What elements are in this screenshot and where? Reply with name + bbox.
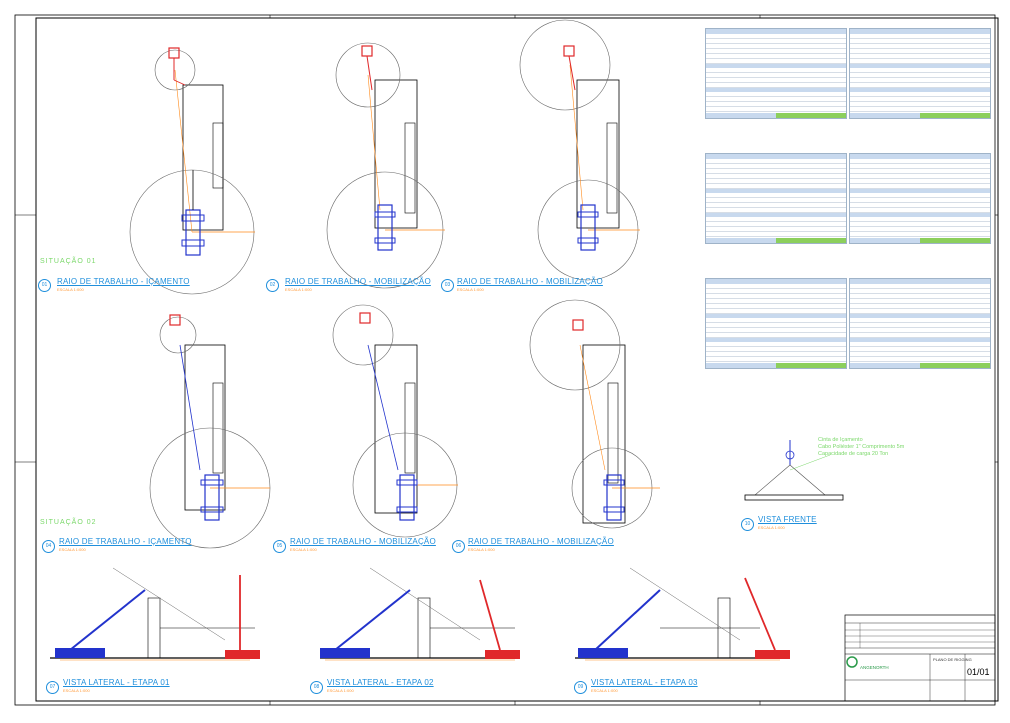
plan-title: PLANO DE RIGGING bbox=[933, 657, 972, 662]
rigging-note-line: Cabo Poliéster 1" Comprimento 5m bbox=[818, 444, 905, 450]
situation-label-01: SITUAÇÃO 01 bbox=[40, 258, 97, 265]
equipment-data-table bbox=[705, 28, 847, 119]
view-scale: ESCALA 1:000 bbox=[290, 547, 317, 552]
view-number: 04 bbox=[42, 540, 55, 553]
inner-frame bbox=[35, 17, 999, 702]
view-scale: ESCALA 1:000 bbox=[63, 688, 90, 693]
plan-view-05 bbox=[332, 304, 458, 538]
view-number: 06 bbox=[452, 540, 465, 553]
plan-view-01 bbox=[129, 47, 255, 295]
view-scale: ESCALA 1:000 bbox=[285, 287, 312, 292]
view-title: RAIO DE TRABALHO - MOBILIZAÇÃO bbox=[290, 537, 436, 546]
lateral-view-07 bbox=[50, 567, 260, 661]
view-number: 09 bbox=[574, 681, 587, 694]
lateral-view-08 bbox=[320, 567, 520, 661]
view-title: RAIO DE TRABALHO - MOBILIZAÇÃO bbox=[468, 537, 614, 546]
lateral-view-09 bbox=[575, 567, 790, 661]
zone-ticks bbox=[15, 15, 998, 705]
view-scale: ESCALA 1:000 bbox=[457, 287, 484, 292]
view-title: VISTA FRENTE bbox=[758, 515, 817, 524]
equipment-data-table bbox=[705, 153, 847, 244]
view-title: VISTA LATERAL - ETAPA 03 bbox=[591, 678, 698, 687]
plan-view-06 bbox=[529, 299, 660, 529]
view-number: 08 bbox=[310, 681, 323, 694]
view-title: RAIO DE TRABALHO - MOBILIZAÇÃO bbox=[457, 277, 603, 286]
view-scale: ESCALA 1:000 bbox=[327, 688, 354, 693]
view-title: VISTA LATERAL - ETAPA 02 bbox=[327, 678, 434, 687]
view-title: VISTA LATERAL - ETAPA 01 bbox=[63, 678, 170, 687]
equipment-data-table bbox=[705, 278, 847, 369]
plan-view-03 bbox=[519, 19, 640, 281]
view-number: 07 bbox=[46, 681, 59, 694]
sheet-number: 01/01 bbox=[967, 667, 990, 677]
view-title: RAIO DE TRABALHO - IÇAMENTO bbox=[59, 537, 192, 546]
situation-label-02: SITUAÇÃO 02 bbox=[40, 519, 97, 526]
view-number: 01 bbox=[38, 279, 51, 292]
view-title: RAIO DE TRABALHO - IÇAMENTO bbox=[57, 277, 190, 286]
view-number: 05 bbox=[273, 540, 286, 553]
plan-view-04 bbox=[149, 314, 271, 549]
view-number: 03 bbox=[441, 279, 454, 292]
rigging-note-line: Capacidade de carga 20 Ton bbox=[818, 451, 889, 457]
view-scale: ESCALA 1:000 bbox=[591, 688, 618, 693]
view-scale: ESCALA 1:000 bbox=[59, 547, 86, 552]
view-scale: ESCALA 1:000 bbox=[468, 547, 495, 552]
view-title: RAIO DE TRABALHO - MOBILIZAÇÃO bbox=[285, 277, 431, 286]
rigging-note-line: Cinta de Içamento bbox=[818, 437, 863, 443]
equipment-data-table bbox=[849, 153, 991, 244]
equipment-data-table bbox=[849, 278, 991, 369]
view-scale: ESCALA 1:000 bbox=[57, 287, 84, 292]
front-view-10 bbox=[744, 440, 844, 501]
rigging-note: Cinta de Içamento Cabo Poliéster 1" Comp… bbox=[818, 437, 904, 458]
view-number: 02 bbox=[266, 279, 279, 292]
view-number: 10 bbox=[741, 518, 754, 531]
equipment-data-table bbox=[849, 28, 991, 119]
outer-frame bbox=[14, 14, 996, 706]
view-scale: ESCALA 1:000 bbox=[758, 525, 785, 530]
company-name: ANGENORTH bbox=[860, 665, 889, 670]
title-block bbox=[844, 614, 996, 702]
plan-view-02 bbox=[326, 42, 445, 289]
